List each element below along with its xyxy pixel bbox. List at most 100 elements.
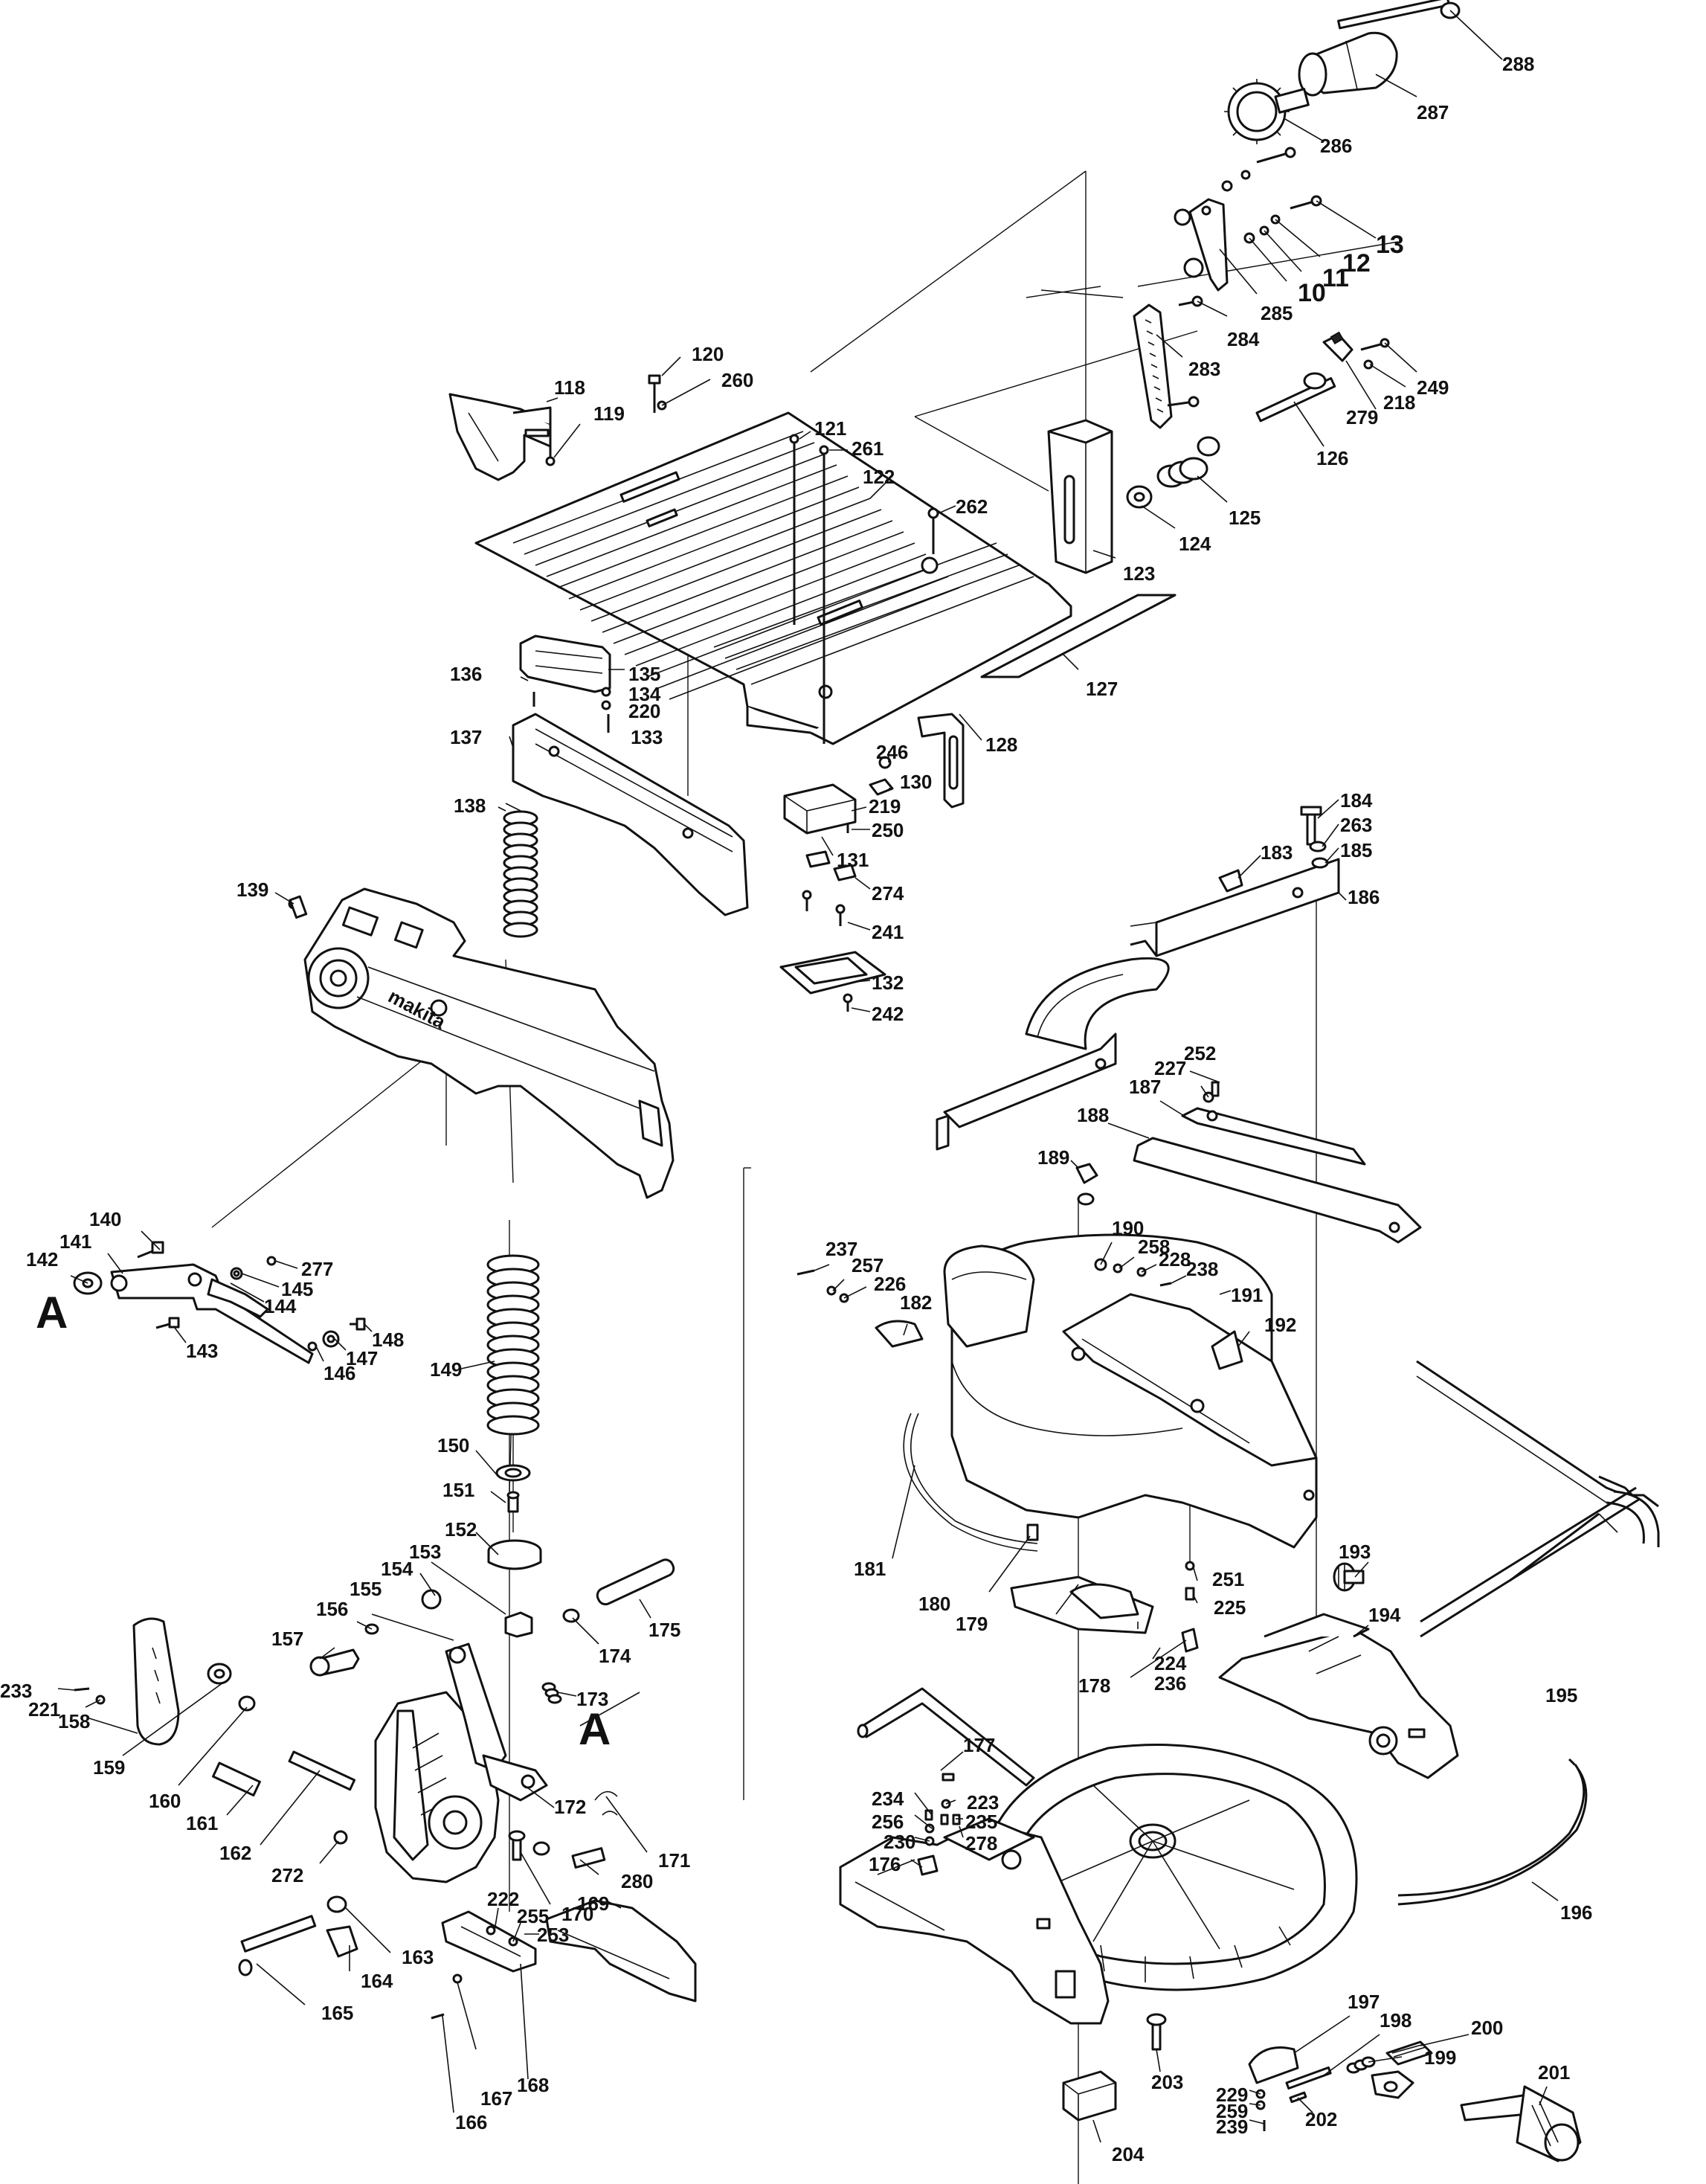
label-168: 168	[517, 2074, 549, 2096]
leader-lines	[57, 10, 1618, 2143]
label-279: 279	[1346, 406, 1378, 428]
label-278: 278	[965, 1832, 997, 1854]
label-199: 199	[1424, 2046, 1456, 2069]
blade-guard-191	[796, 1233, 1365, 1653]
label-163: 163	[402, 1946, 434, 1968]
arm-139: makita	[288, 887, 675, 1199]
label-192: 192	[1264, 1314, 1296, 1336]
label-277: 277	[301, 1258, 333, 1280]
label-185: 185	[1340, 839, 1372, 861]
rod-196	[1397, 1758, 1588, 1906]
post-123	[1047, 419, 1113, 574]
label-228: 228	[1159, 1248, 1191, 1271]
rack-283	[1133, 295, 1203, 429]
label-257: 257	[852, 1254, 883, 1276]
small-parts-130-132	[779, 756, 894, 1012]
knob-assembly	[1047, 0, 1461, 574]
label-134: 134	[628, 683, 661, 705]
label-165: 165	[321, 2002, 353, 2024]
spring-125	[1126, 436, 1220, 509]
label-256: 256	[872, 1811, 904, 1833]
label-155: 155	[350, 1578, 382, 1600]
label-255: 255	[517, 1905, 549, 1927]
label-226: 226	[874, 1273, 906, 1295]
label-13: 13	[1376, 231, 1404, 259]
label-230: 230	[883, 1831, 915, 1853]
label-197: 197	[1348, 1991, 1380, 2013]
label-175: 175	[648, 1619, 680, 1641]
label-135: 135	[628, 663, 660, 685]
rods-195	[1416, 1360, 1660, 1638]
label-187: 187	[1129, 1076, 1161, 1098]
label-261: 261	[852, 437, 883, 460]
label-157: 157	[271, 1628, 303, 1650]
label-177: 177	[963, 1734, 995, 1756]
label-118: 118	[554, 376, 585, 399]
label-142: 142	[26, 1248, 58, 1271]
label-229: 229	[1216, 2084, 1248, 2106]
label-260: 260	[721, 369, 753, 391]
label-239: 239	[1216, 2116, 1248, 2138]
label-130: 130	[900, 771, 932, 793]
label-182: 182	[900, 1291, 932, 1314]
label-238: 238	[1186, 1258, 1218, 1280]
lever-279	[1322, 331, 1390, 370]
label-178: 178	[1078, 1674, 1110, 1697]
label-284: 284	[1227, 328, 1260, 350]
fence-parts-right	[1075, 806, 1422, 1244]
label-286: 286	[1320, 135, 1352, 157]
label-132: 132	[872, 971, 904, 994]
label-119: 119	[593, 402, 625, 425]
label-179: 179	[956, 1613, 988, 1635]
bracket-118	[448, 393, 552, 481]
label-288: 288	[1502, 53, 1534, 75]
label-218: 218	[1383, 391, 1415, 414]
label-144: 144	[264, 1295, 297, 1317]
label-234: 234	[872, 1788, 904, 1810]
marker-a-left: A	[36, 1288, 68, 1337]
label-151: 151	[442, 1479, 474, 1501]
label-221: 221	[28, 1698, 60, 1721]
label-236: 236	[1154, 1672, 1186, 1695]
label-233: 233	[0, 1680, 32, 1702]
label-170: 170	[561, 1903, 593, 1925]
center-stack	[309, 1464, 675, 1704]
label-242: 242	[872, 1003, 904, 1025]
label-195: 195	[1545, 1684, 1577, 1706]
fence-parts	[512, 635, 749, 916]
label-253: 253	[537, 1924, 569, 1946]
label-180: 180	[918, 1593, 950, 1615]
knob-287	[1298, 31, 1398, 97]
label-143: 143	[186, 1340, 218, 1362]
label-126: 126	[1316, 447, 1348, 469]
label-145: 145	[281, 1278, 313, 1300]
label-148: 148	[372, 1329, 404, 1351]
label-133: 133	[631, 726, 663, 748]
label-176: 176	[869, 1853, 901, 1875]
label-203: 203	[1151, 2071, 1183, 2093]
label-11: 11	[1322, 264, 1349, 292]
label-161: 161	[186, 1812, 218, 1834]
label-258: 258	[1138, 1236, 1170, 1258]
label-124: 124	[1179, 533, 1211, 555]
label-121: 121	[814, 417, 846, 440]
label-120: 120	[692, 343, 724, 365]
label-188: 188	[1077, 1104, 1109, 1126]
label-171: 171	[658, 1849, 690, 1872]
label-127: 127	[1086, 678, 1118, 700]
label-194: 194	[1368, 1604, 1401, 1626]
label-259: 259	[1216, 2100, 1248, 2122]
label-154: 154	[381, 1558, 413, 1580]
label-224: 224	[1154, 1652, 1187, 1674]
label-153: 153	[409, 1541, 441, 1563]
label-272: 272	[271, 1864, 303, 1886]
label-287: 287	[1417, 101, 1449, 123]
spring-149	[486, 1254, 540, 1436]
label-150: 150	[437, 1434, 469, 1456]
knob-193	[1333, 1562, 1365, 1592]
label-137: 137	[450, 726, 482, 748]
label-225: 225	[1214, 1596, 1246, 1619]
label-189: 189	[1037, 1146, 1069, 1169]
label-191: 191	[1231, 1284, 1263, 1306]
